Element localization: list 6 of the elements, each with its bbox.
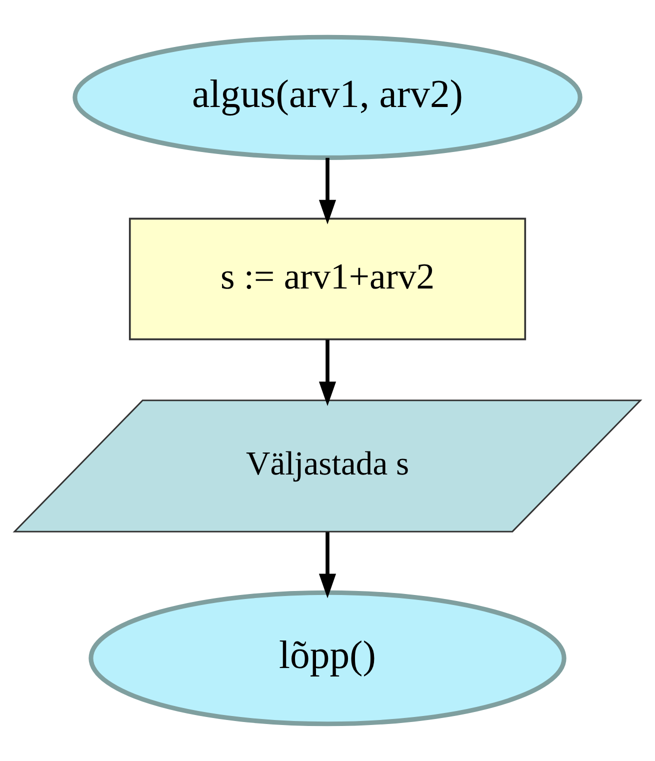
node-ellipse: algus(arv1, arv2): [72, 34, 582, 160]
arrow: [318, 158, 336, 224]
node-ellipse: lõpp(): [88, 590, 566, 726]
arrow: [318, 340, 336, 406]
node-box: s := arv1+arv2: [128, 218, 526, 340]
arrow: [318, 532, 336, 598]
